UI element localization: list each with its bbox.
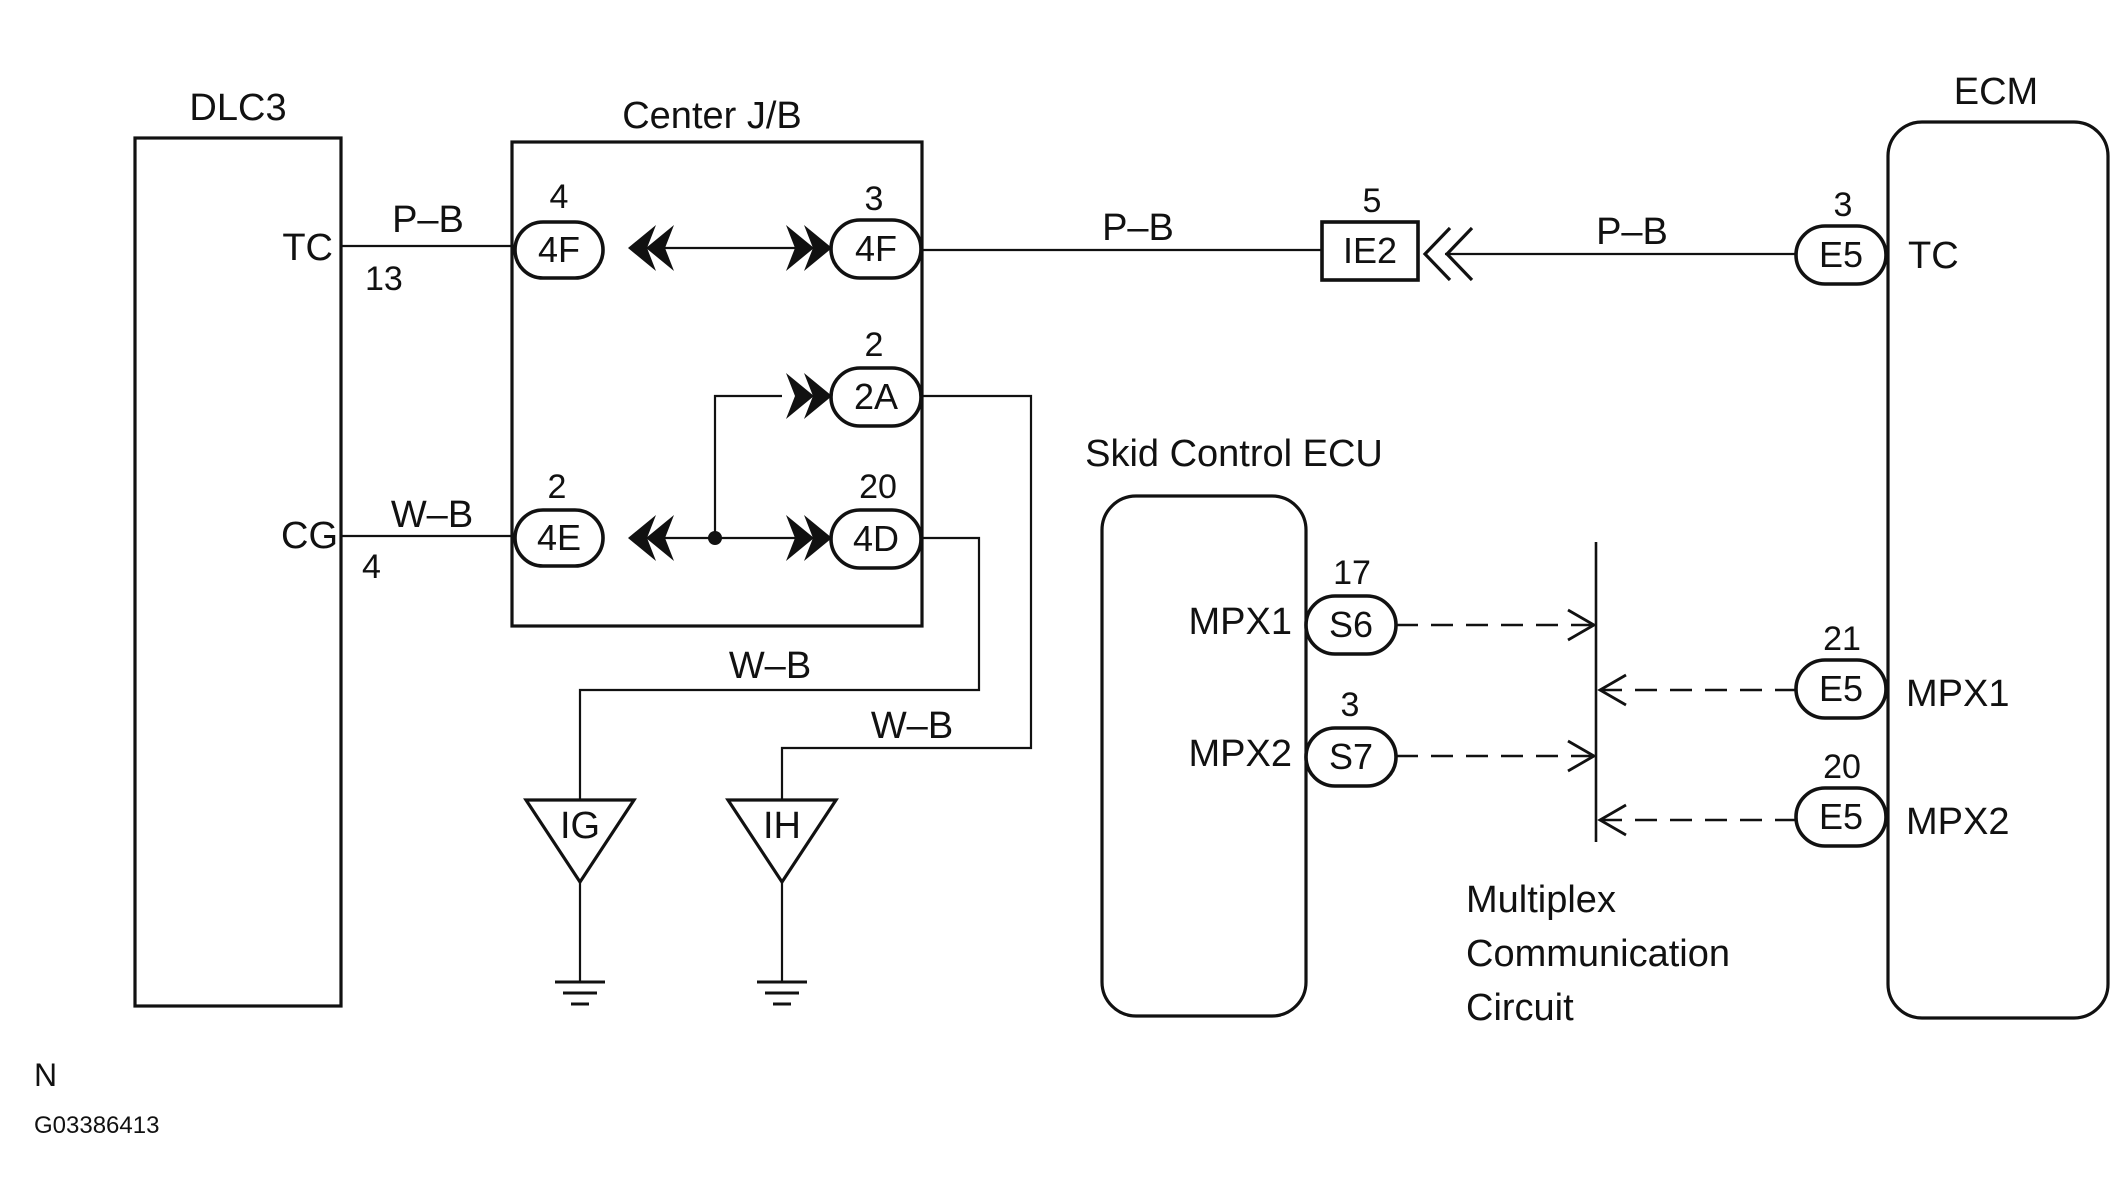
ground-point-triangle [523,798,637,885]
chevron-right-icon [786,515,814,561]
connector-code: S7 [1329,736,1373,777]
chevron-right-icon [804,225,832,271]
skid-ecu-pin-mpx1-label: MPX1 [1189,601,1292,643]
connector-pin: 4 [550,178,569,216]
arrow-right-icon [1567,608,1597,642]
ecm-component: ECM TC MPX1 MPX2 [1886,71,2110,1020]
wire-color-ground-ih: W–B [871,705,953,747]
chevron-right-icon [804,373,832,419]
skid-ecu-pin-mpx2-label: MPX2 [1189,733,1292,775]
chevron-left-icon [1444,226,1474,282]
connector-jb-4f-right: 4F 3 [829,180,923,280]
connector-pin: 21 [1823,620,1861,658]
center-jb-box [510,140,924,628]
jb-arrow-marks [628,225,832,561]
dlc3-pin-cg-label: CG [281,515,338,557]
connector-code: 4D [853,518,899,559]
connector-jb-2a: 2A 2 [829,326,923,428]
wire-color-tc-dlc3: P–B [392,199,464,241]
multiplex-label-line1: Multiplex [1466,879,1616,921]
wire-color-tc-jb-ie2: P–B [1102,207,1174,249]
wire-color-tc-ie2-ecm: P–B [1596,211,1668,253]
ecm-pin-tc-label: TC [1908,235,1959,277]
connector-code: E5 [1819,234,1863,275]
center-jb-component: Center J/B [510,95,924,628]
ground-ig-label: IG [560,805,600,847]
footer-marker: N [34,1057,57,1093]
wire-jb-splice-to-2a [713,394,782,538]
connector-code: IE2 [1343,230,1397,271]
ecm-pin-mpx2-label: MPX2 [1906,801,2009,843]
arrow-right-icon [1567,739,1597,773]
dlc3-pin-cg-number: 4 [362,548,381,586]
connector-pin: 17 [1333,554,1371,592]
chevron-left-icon [628,225,656,271]
connector-code: 4F [855,228,897,269]
figure-id: G03386413 [34,1112,159,1139]
dlc3-box [133,136,343,1008]
connector-jb-4d: 4D 20 [829,468,923,570]
wire-color-cg-dlc3: W–B [391,494,473,536]
connector-jb-4e: 4E 2 [513,468,605,568]
connector-code: S6 [1329,604,1373,645]
dlc3-pin-tc-number: 13 [365,260,403,298]
connector-pin: 20 [1823,748,1861,786]
ecm-box [1886,120,2110,1020]
wire-jb-4d-to-ig [578,536,981,820]
arrow-left-icon [1597,803,1627,837]
connector-code: 4F [538,229,580,270]
connector-pin: 3 [865,180,884,218]
ground-point-triangle [725,798,839,885]
ecm-title: ECM [1954,71,2038,113]
connector-ecm-mpx2: E5 20 [1794,748,1888,848]
ground-ih: IH [725,798,839,1006]
multiplex-bus: Multiplex Communication Circuit [1396,542,1796,1029]
ground-ig: IG [523,798,637,1006]
dlc3-component: DLC3 TC CG 13 4 [133,87,403,1008]
chevron-left-icon [628,515,656,561]
chevron-right-icon [786,373,814,419]
ecm-pin-mpx1-label: MPX1 [1906,673,2009,715]
connector-pin: 20 [859,468,897,506]
chevron-right-icon [804,515,832,561]
connector-pin: 2 [548,468,567,506]
connector-jb-4f-left: 4F 4 [513,178,605,280]
connector-skid-mpx1: S6 17 [1304,554,1398,656]
connector-pin: 2 [865,326,884,364]
connector-code: E5 [1819,796,1863,837]
chevron-left-icon [646,515,674,561]
dlc3-title: DLC3 [189,87,286,129]
chevron-left-icon [646,225,674,271]
arrow-left-icon [1597,673,1627,707]
connector-ecm-mpx1: E5 21 [1794,620,1888,720]
connector-pin: 5 [1363,182,1382,220]
ground-ih-label: IH [763,805,801,847]
connector-code: 4E [537,517,581,558]
multiplex-label-line2: Communication [1466,933,1730,975]
connector-pin: 3 [1834,186,1853,224]
wire-jb-2a-to-ih [780,394,1033,820]
connector-ecm-tc: E5 3 [1794,186,1888,286]
connector-skid-mpx2: S7 3 [1304,686,1398,788]
skid-ecu-title: Skid Control ECU [1085,433,1383,475]
connector-ie2: IE2 5 [1320,182,1474,282]
skid-control-ecu-component: Skid Control ECU MPX1 MPX2 [1085,433,1383,1018]
multiplex-label-line3: Circuit [1466,987,1574,1029]
wire-color-ground-ig: W–B [729,645,811,687]
connector-code: 2A [854,376,898,417]
center-jb-title: Center J/B [622,95,802,137]
splice-point [708,531,722,545]
chevron-left-icon [1422,226,1452,282]
connector-pin: 3 [1341,686,1360,724]
dlc3-pin-tc-label: TC [282,227,333,269]
connector-code: E5 [1819,668,1863,709]
chevron-right-icon [786,225,814,271]
